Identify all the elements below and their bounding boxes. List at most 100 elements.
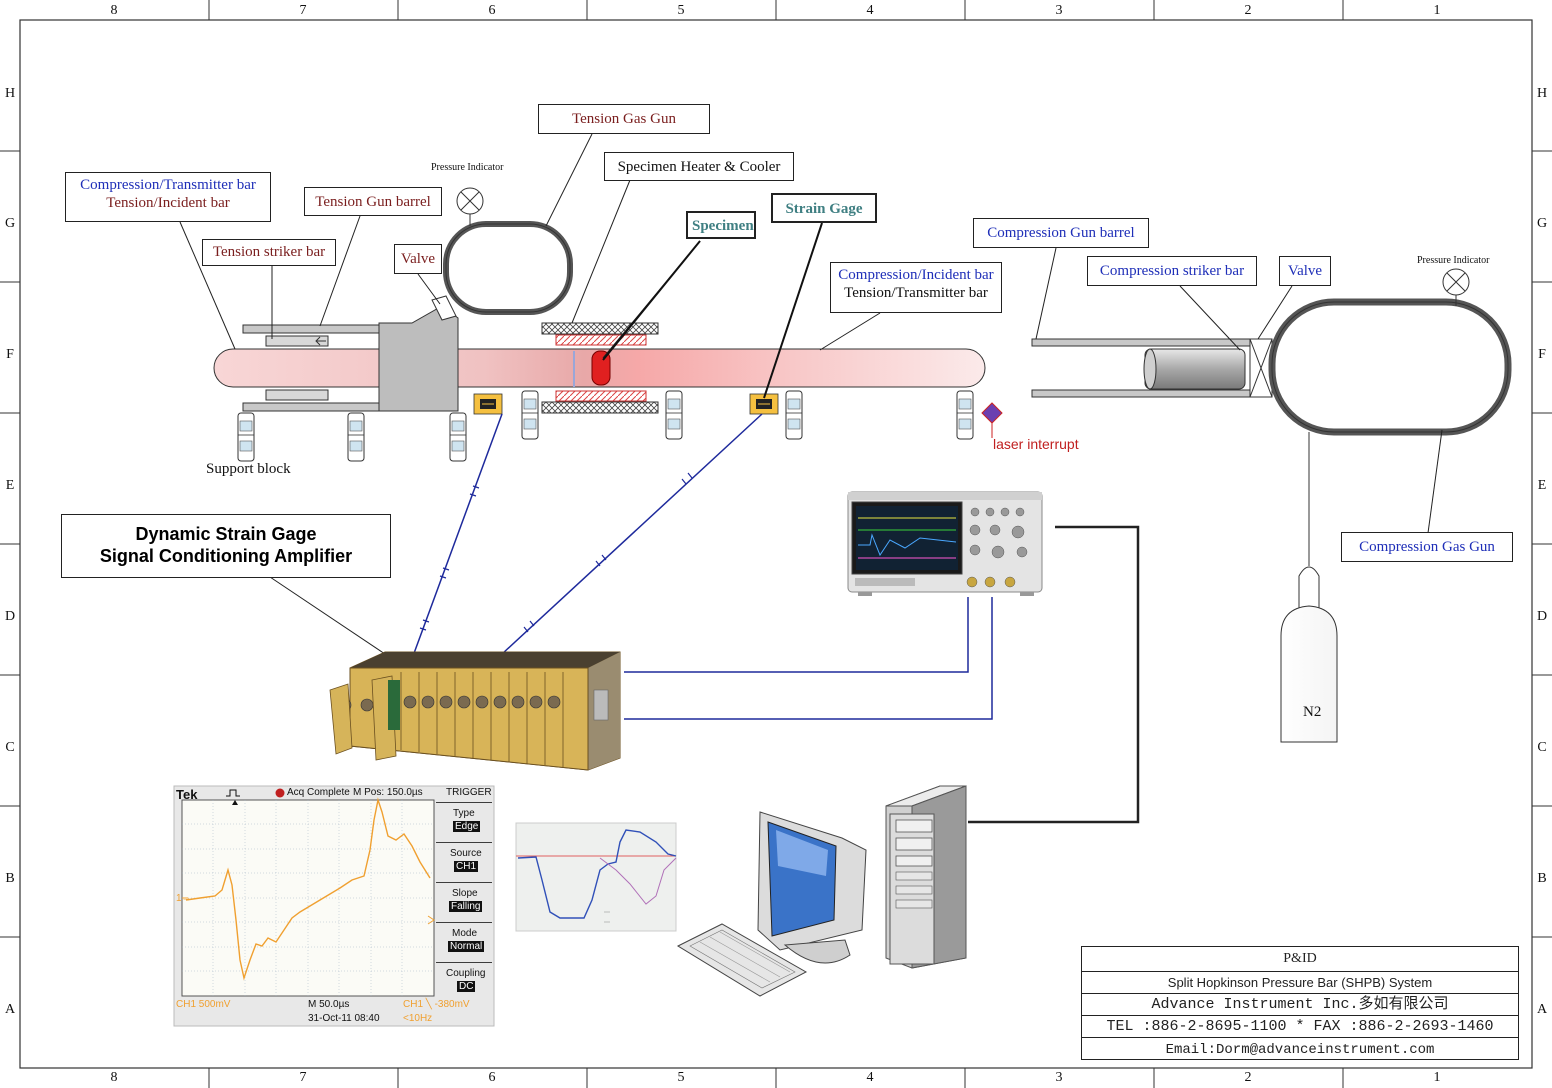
grid-row-left-h: H [4,86,16,101]
grid-row-left-d: D [4,609,16,624]
grid-col-bottom-4: 4 [866,1070,874,1085]
laser-interrupt-label: laser interrupt [993,436,1079,452]
amplifier-label: Dynamic Strain Gage Signal Conditioning … [61,514,391,578]
grid-row-right-b: B [1537,871,1547,886]
oscilloscope-device [847,491,1043,596]
n2-bottle [1280,605,1338,743]
grid-row-left-f: F [6,347,14,362]
heater-bottom [541,401,659,414]
tension-gun-barrel-label: Tension Gun barrel [304,187,442,216]
osc-trigger: TRIGGER [446,787,492,798]
support-block-label: Support block [206,461,291,477]
osc-slope-value: Falling [449,901,483,912]
grid-row-left-g: G [4,216,16,231]
grid-col-bottom-6: 6 [488,1070,496,1085]
osc-source-value: CH1 [454,861,479,872]
grid-row-right-f: F [1538,347,1546,362]
specimen-heater-label: Specimen Heater & Cooler [604,152,794,181]
grid-row-right-c: C [1537,740,1547,755]
osc-coupling-label: Coupling [446,968,486,979]
osc-slope-label: Slope [452,888,478,899]
grid-row-left-b: B [5,871,15,886]
amplifier-label-line2: Signal Conditioning Amplifier [99,546,353,566]
strain-gage-label: Strain Gage [771,193,877,223]
grid-col-top-3: 3 [1055,3,1063,18]
osc-type-label: Type [453,808,475,819]
osc-timebase: M 50.0µs [308,999,350,1010]
osc-type-value: Edge [453,821,481,832]
tension-incident-bar-label: Tension/Incident bar [106,195,230,211]
tension-striker-top [265,335,329,347]
tension-striker-bottom [265,389,329,401]
heater-top [541,322,659,335]
osc-coupling-value: DC [457,981,476,992]
valve-right-label: Valve [1279,256,1331,286]
grid-col-top-2: 2 [1244,3,1252,18]
grid-col-top-6: 6 [488,3,496,18]
tension-transmitter-bar-label: Tension/Transmitter bar [844,285,988,301]
grid-col-bottom-2: 2 [1244,1070,1252,1085]
tension-gun-barrel-top [242,324,381,334]
pressure-indicator-right-label: Pressure Indicator [1417,255,1490,266]
grid-col-top-7: 7 [299,3,307,18]
grid-row-left-c: C [5,740,15,755]
osc-trigger-level: CH1 ╲ -380mV [403,999,470,1010]
grid-col-top-1: 1 [1433,3,1441,18]
title-block-company: Advance Instrument Inc.多如有限公司 [1082,993,1518,1015]
osc-ch1-scale: CH1 500mV [176,999,231,1010]
oscilloscope-screen-graphic [173,785,495,1027]
amplifier-device [329,651,621,771]
compression-incident-bar-label: Compression/Incident bar [838,267,994,283]
osc-mode-label: Mode [452,928,478,939]
osc-mpos: M Pos: 150.0µs [353,787,423,798]
grid-row-left-e: E [5,478,15,493]
valve-left-label: Valve [394,244,442,274]
grid-row-right-h: H [1536,86,1548,101]
osc-freq: <10Hz [403,1013,433,1024]
bar-label-left: Compression/Transmitter bar Tension/Inci… [65,172,271,222]
tension-gas-gun-tank [443,221,573,315]
shpb-waveform-photo [515,822,677,932]
osc-marker: 1→ [176,893,192,904]
title-block-title: P&ID [1283,951,1317,966]
grid-row-left-a: A [4,1002,16,1017]
grid-col-bottom-5: 5 [677,1070,685,1085]
specimen-shape [591,350,611,386]
keyboard [676,923,808,997]
pressure-indicator-left-label: Pressure Indicator [431,162,504,173]
amplifier-label-line1: Dynamic Strain Gage [135,524,317,544]
tension-striker-bar-label: Tension striker bar [202,239,336,266]
computer-monitor [757,811,867,964]
compression-gun-barrel-label: Compression Gun barrel [973,218,1149,248]
compression-gun-barrel-top [1031,338,1253,347]
computer-tower [885,785,967,969]
title-block-system: Split Hopkinson Pressure Bar (SHPB) Syst… [1082,971,1518,993]
compression-gun-barrel-bottom [1031,389,1253,398]
osc-source-label: Source [450,848,482,859]
title-block: P&ID Split Hopkinson Pressure Bar (SHPB)… [1081,946,1519,1060]
grid-row-right-d: D [1536,609,1548,624]
bar-label-right: Compression/Incident bar Tension/Transmi… [830,262,1002,313]
specimen-label: Specimen [686,211,756,239]
compression-gas-gun-label: Compression Gas Gun [1341,532,1513,562]
compression-striker [1144,348,1246,390]
grid-col-bottom-8: 8 [110,1070,118,1085]
grid-col-bottom-1: 1 [1433,1070,1441,1085]
osc-brand: Tek [176,787,198,802]
osc-status: Acq Complete [287,787,350,798]
laser-interrupt-icon [981,402,1003,424]
grid-row-right-a: A [1536,1002,1548,1017]
grid-row-right-g: G [1536,216,1548,231]
compression-striker-bar-label: Compression striker bar [1087,256,1257,286]
osc-mode-value: Normal [448,941,485,952]
grid-col-top-5: 5 [677,3,685,18]
grid-col-top-4: 4 [866,3,874,18]
title-block-contact: TEL :886-2-8695-1100 * FAX :886-2-2693-1… [1082,1015,1518,1037]
grid-col-top-8: 8 [110,3,118,18]
compression-transmitter-bar-label: Compression/Transmitter bar [80,177,256,193]
grid-col-bottom-3: 3 [1055,1070,1063,1085]
compression-gas-gun-tank [1268,298,1512,436]
grid-col-bottom-7: 7 [299,1070,307,1085]
